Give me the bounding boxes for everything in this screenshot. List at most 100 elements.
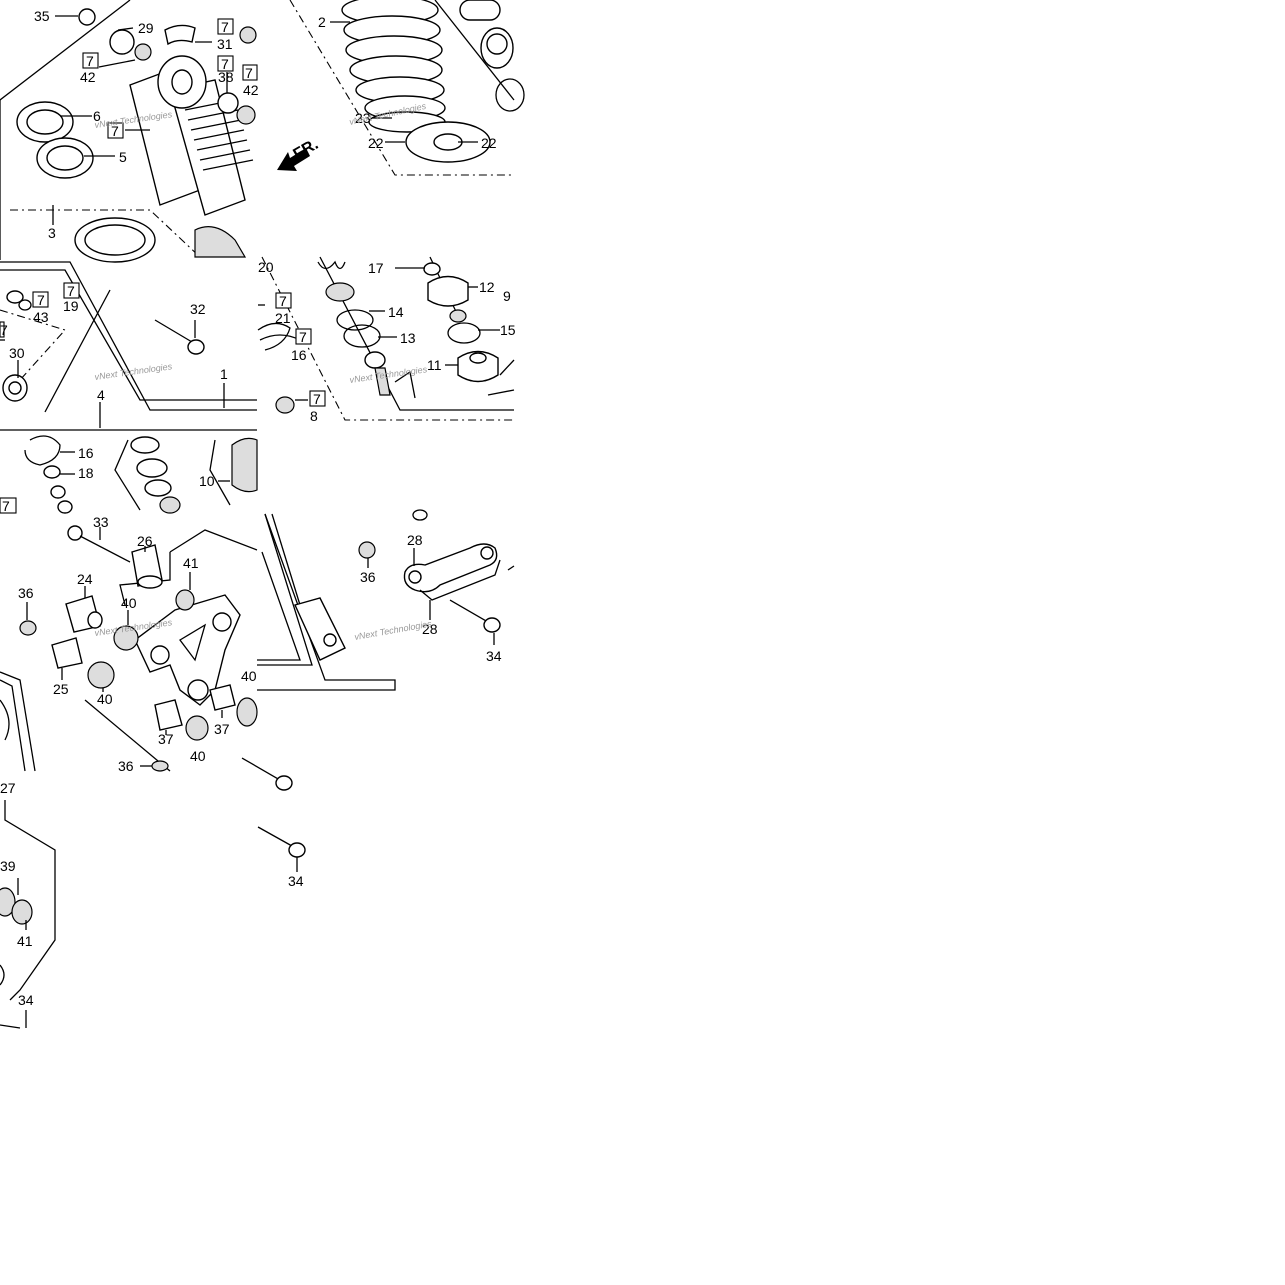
- damper-adjuster-part: [317, 260, 391, 396]
- callout-number: 37: [158, 731, 174, 747]
- callout-number: 29: [138, 20, 154, 36]
- callout-number: 13: [400, 330, 416, 346]
- callout-number: 4: [97, 387, 105, 403]
- callout-number: 21: [275, 310, 291, 326]
- callout-number: 36: [18, 585, 34, 601]
- callout-number: 18: [78, 465, 94, 481]
- callout-number: 5: [119, 149, 127, 165]
- callout-number: 24: [77, 571, 93, 587]
- box-code-label: 7: [2, 498, 10, 514]
- bolt-part: [154, 319, 205, 355]
- callout-number: 8: [310, 408, 318, 424]
- box-code-label: 7: [37, 292, 45, 308]
- callout-number: 38: [218, 69, 234, 85]
- callout-number: 40: [97, 691, 113, 707]
- callout-number: 10: [199, 473, 215, 489]
- shock-clevis-part: [271, 513, 346, 661]
- callout-number: 41: [17, 933, 33, 949]
- box-code-label: 7: [299, 329, 307, 345]
- box-code-label: 7: [221, 19, 229, 35]
- watermark-text: vNext Technologies: [348, 101, 427, 127]
- link-bolt-part: [449, 599, 501, 633]
- callout-number: 28: [422, 621, 438, 637]
- callout-number: 34: [486, 648, 502, 664]
- box-code-label: 7: [245, 65, 253, 81]
- callout-number: 37: [214, 721, 230, 737]
- callout-number: 41: [183, 555, 199, 571]
- callout-number: 42: [243, 82, 259, 98]
- callout-number: 42: [80, 69, 96, 85]
- bump-stop-part: [231, 437, 258, 493]
- tile-reservoir: [257, 256, 515, 421]
- callout-number: 43: [33, 309, 49, 325]
- damper-piston-part: [130, 436, 181, 514]
- callout-number: 39: [0, 858, 16, 874]
- callout-number: 15: [500, 322, 516, 338]
- reservoir-cap-part: [423, 262, 499, 383]
- callout-number: 25: [53, 681, 69, 697]
- callout-number: 40: [190, 748, 206, 764]
- bearing-part: [19, 589, 258, 772]
- callout-number: 31: [217, 36, 233, 52]
- callout-number: 16: [291, 347, 307, 363]
- callout-number: 3: [48, 225, 56, 241]
- watermark-text: vNext Technologies: [94, 617, 173, 638]
- callout-number: 2: [318, 14, 326, 30]
- lock-nut-part: [16, 101, 94, 179]
- callout-number: 1: [220, 366, 228, 382]
- tile-spring: [277, 0, 525, 176]
- watermark-text: vNext Technologies: [94, 109, 173, 130]
- callout-number: 22: [481, 135, 497, 151]
- spring-seat-part: [405, 121, 491, 163]
- watermark-text: vNext Technologies: [94, 361, 173, 382]
- callout-number: 32: [190, 301, 206, 317]
- tile-shock-body: [0, 0, 258, 263]
- callout-number: 20: [258, 259, 274, 275]
- front-direction-arrow: [277, 148, 310, 171]
- callout-number: 12: [479, 279, 495, 295]
- shock-arm-part: [134, 594, 241, 706]
- callout-number: 34: [288, 873, 304, 889]
- box-code-label: 7: [221, 56, 229, 72]
- callout-number: 23: [355, 110, 371, 126]
- callout-number: 36: [118, 758, 134, 774]
- collar-part: [51, 544, 163, 669]
- bolt-part: [241, 757, 306, 858]
- tile-frame-pivot: [0, 800, 56, 1029]
- callout-number: 36: [360, 569, 376, 585]
- box-code-label: 7: [313, 391, 321, 407]
- tile-damper-rod: [0, 261, 258, 514]
- callout-number: 9: [503, 288, 511, 304]
- rubber-bump-part: [2, 290, 73, 514]
- watermark-text: vNext Technologies: [349, 364, 428, 385]
- watermark-text: vNext Technologies: [354, 618, 433, 642]
- callout-number: 22: [368, 135, 384, 151]
- callout-number: 35: [34, 8, 50, 24]
- callout-number: 6: [93, 108, 101, 124]
- pivot-bolt-part: [67, 525, 131, 563]
- callout-number: 33: [93, 514, 109, 530]
- callout-number: 27: [0, 780, 16, 796]
- shock-body-part: [129, 55, 254, 216]
- tile-link: [257, 509, 515, 691]
- box-code-label: 7: [86, 53, 94, 69]
- callout-number: 40: [241, 668, 257, 684]
- front-arrow-label: FR.: [291, 136, 322, 164]
- callout-number: 11: [427, 357, 442, 373]
- callout-number: 17: [368, 260, 384, 276]
- bushing-part: [78, 8, 257, 125]
- callout-number: 28: [407, 532, 423, 548]
- box-code-label: 7: [279, 293, 287, 309]
- callout-number: 30: [9, 345, 25, 361]
- callout-number: 14: [388, 304, 404, 320]
- tile-bolt: [241, 757, 306, 872]
- box-code-label: 7: [111, 123, 119, 139]
- callout-number: 19: [63, 298, 79, 314]
- link-plate-part: [403, 543, 501, 601]
- spring-part: [341, 0, 446, 133]
- callout-number: 34: [18, 992, 34, 1008]
- tile-shock-arm: [0, 525, 258, 772]
- box-code-label: 7: [0, 322, 8, 338]
